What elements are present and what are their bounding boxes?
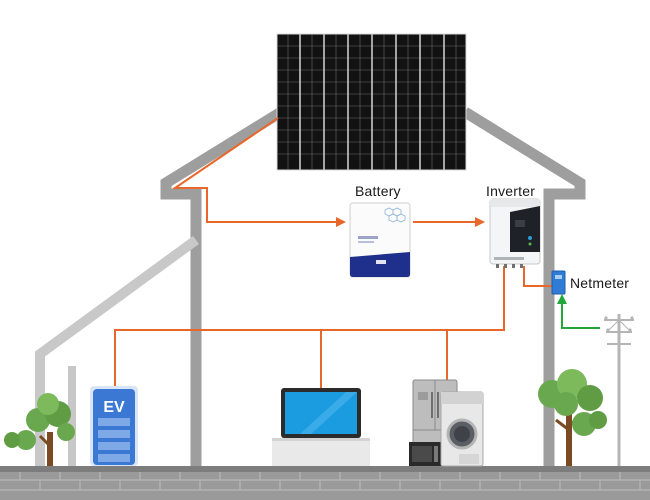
inverter — [489, 198, 541, 268]
ground-wall — [0, 466, 650, 500]
tree — [4, 393, 75, 466]
solar-panel — [276, 33, 467, 171]
house-distribution-line — [114, 266, 505, 390]
laptop — [272, 388, 370, 466]
arrow-to-inverter — [475, 217, 485, 227]
battery — [349, 202, 411, 278]
microwave — [409, 442, 441, 466]
arrow-to-battery — [336, 217, 346, 227]
battery-label: Battery — [355, 183, 401, 199]
grid-line — [557, 294, 600, 329]
utility-pole — [604, 314, 634, 466]
arrow-to-netmeter — [557, 294, 567, 304]
tree — [538, 369, 607, 466]
power-lines — [114, 117, 552, 390]
netmeter-label: Netmeter — [570, 275, 630, 291]
ev-label: EV — [103, 399, 125, 416]
inverter-label: Inverter — [486, 183, 536, 199]
ev-charger — [90, 386, 138, 466]
panel-to-battery-line — [171, 117, 338, 223]
washing-machine — [440, 391, 484, 467]
netmeter — [551, 270, 566, 295]
inverter-to-netmeter-line — [523, 266, 552, 287]
